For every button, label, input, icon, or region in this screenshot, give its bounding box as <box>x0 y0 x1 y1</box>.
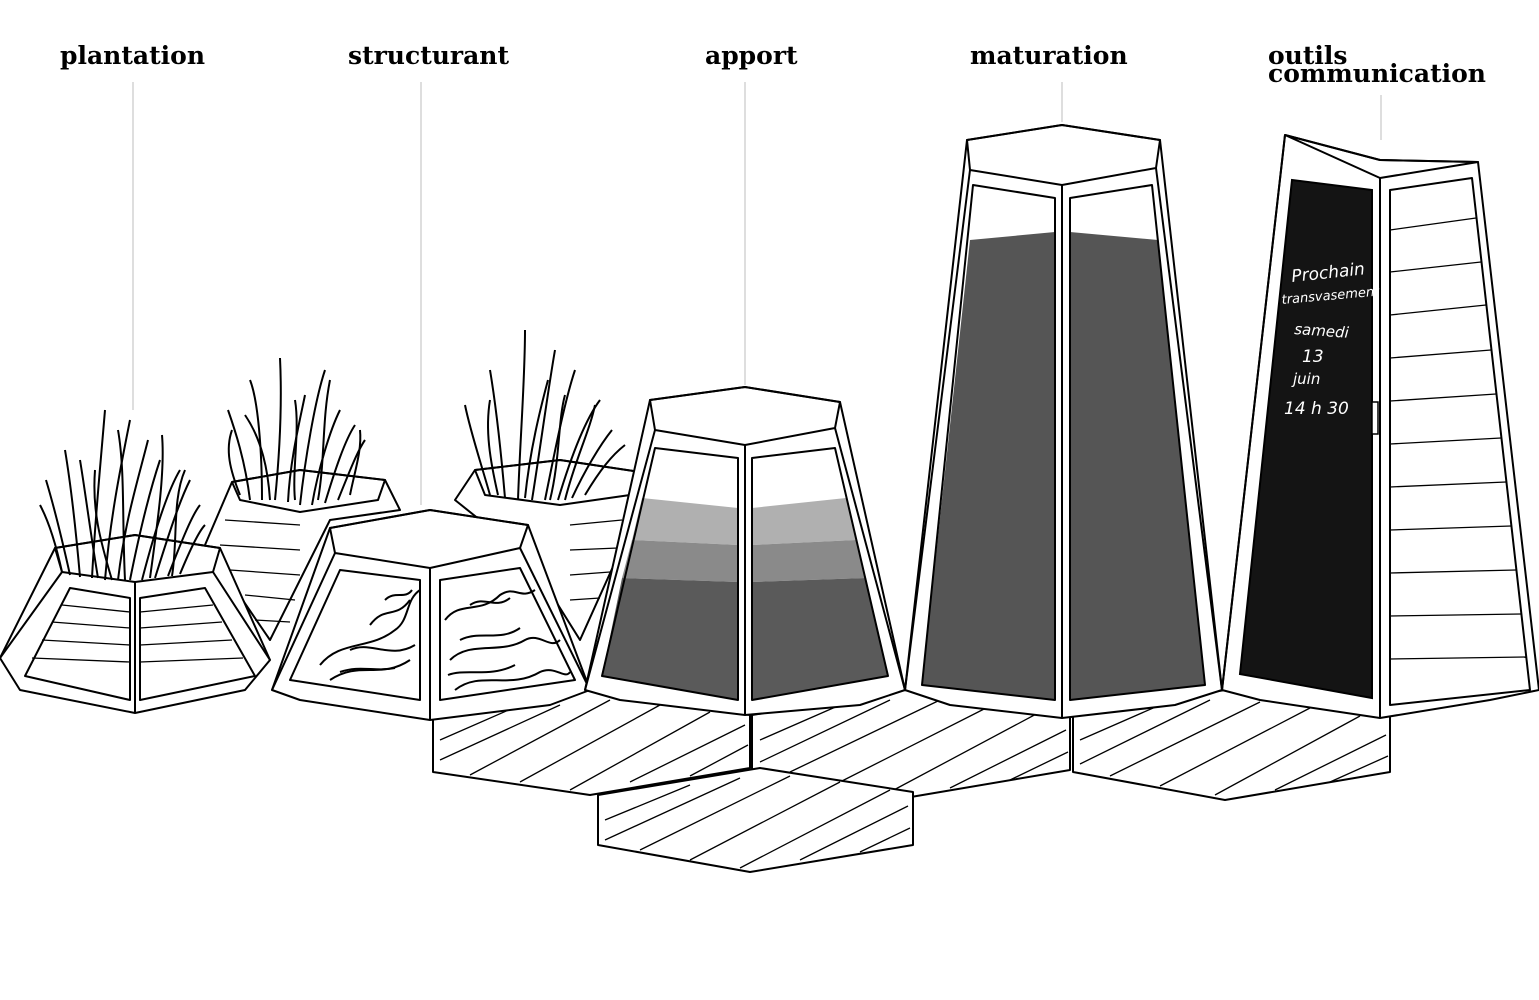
chalkboard <box>1238 178 1373 700</box>
chalk-line-day: 13 <box>1302 347 1324 367</box>
leader-lines <box>132 82 1382 505</box>
tower-communication: Prochain transvasement samedi 13 juin 14… <box>1221 134 1539 719</box>
planter-back-left <box>204 357 401 641</box>
grass-back-right <box>464 329 626 501</box>
deck-panel-4 <box>597 767 914 873</box>
label-outils: outils <box>1268 41 1347 70</box>
label-maturation: maturation <box>970 41 1128 70</box>
floor-decking <box>432 689 1391 873</box>
chalk-line-month: juin <box>1291 370 1320 388</box>
door-handle-icon <box>1371 401 1379 435</box>
label-group: plantation structurant apport maturation… <box>60 41 1486 88</box>
tower-maturation <box>904 124 1223 719</box>
label-communication: communication <box>1268 59 1486 88</box>
label-apport: apport <box>705 41 798 70</box>
label-structurant: structurant <box>348 41 509 70</box>
chalkboard-text: Prochain transvasement samedi 13 juin 14… <box>1281 259 1381 419</box>
cage-structurant <box>271 509 591 721</box>
label-plantation: plantation <box>60 41 205 70</box>
grass-plantation <box>39 409 206 581</box>
grass-back-left <box>227 357 366 506</box>
planter-plantation <box>0 409 271 714</box>
chalk-line-samedi: samedi <box>1294 320 1350 342</box>
chalk-line-time: 14 h 30 <box>1284 399 1349 419</box>
bin-apport <box>584 386 906 716</box>
twigs-pile <box>319 589 571 691</box>
